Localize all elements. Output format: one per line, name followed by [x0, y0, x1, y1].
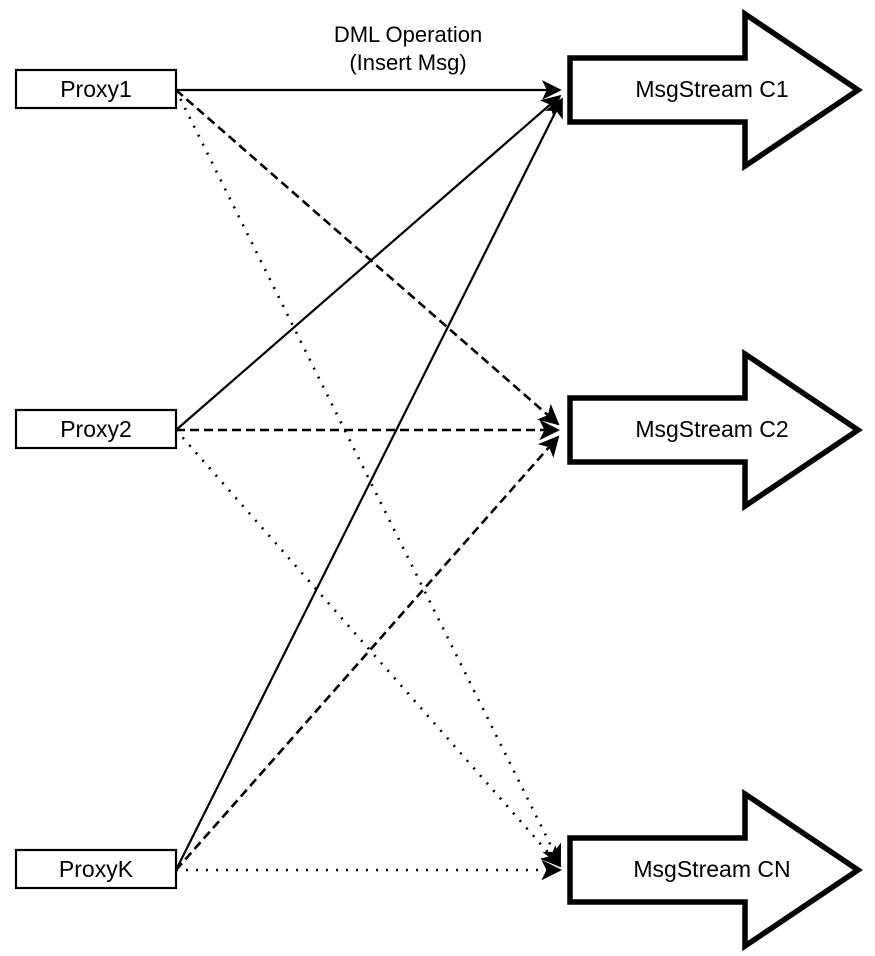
block-arrow-shape [567, 348, 863, 512]
dml-operation-label-line1: DML Operation [334, 22, 482, 47]
dml-operation-label-line2: (Insert Msg) [349, 50, 466, 75]
msgstream-label: MsgStream C2 [635, 416, 788, 442]
proxy-layer: Proxy1 Proxy2 ProxyK [14, 68, 178, 890]
connection-layer [174, 80, 563, 881]
msgstream-node-c1[interactable]: MsgStream C1 [567, 8, 863, 172]
block-arrow-shape [567, 8, 863, 172]
connection-proxy1-to-msgstream-c2 [175, 89, 560, 426]
connection-proxyk-to-msgstream-c2 [175, 435, 560, 871]
proxy-node-proxyk[interactable]: ProxyK [14, 848, 178, 890]
connection-proxy2-to-msgstream-c1 [175, 94, 562, 431]
proxy-label: ProxyK [59, 856, 134, 882]
proxy-label: Proxy1 [60, 76, 132, 102]
connection-proxy2-to-msgstream-cn [175, 429, 562, 868]
proxy-node-proxy2[interactable]: Proxy2 [14, 408, 178, 450]
annotation-layer: DML Operation (Insert Msg) [334, 22, 482, 75]
proxy-box [14, 848, 178, 890]
proxy-box [14, 408, 178, 450]
connection-proxy1-to-msgstream-cn [174, 89, 562, 866]
connection-proxyk-to-msgstream-c1 [175, 97, 563, 871]
proxy-node-proxy1[interactable]: Proxy1 [14, 68, 178, 110]
proxy-label: Proxy2 [60, 416, 132, 442]
msgstream-node-cn[interactable]: MsgStream CN [567, 788, 863, 952]
msgstream-node-c2[interactable]: MsgStream C2 [567, 348, 863, 512]
msgstream-label: MsgStream CN [633, 856, 790, 882]
proxy-box [14, 68, 178, 110]
msgstream-label: MsgStream C1 [635, 76, 788, 102]
msgstream-layer: MsgStream C1 MsgStream C2 MsgStream CN [567, 8, 863, 952]
block-arrow-shape [567, 788, 863, 952]
